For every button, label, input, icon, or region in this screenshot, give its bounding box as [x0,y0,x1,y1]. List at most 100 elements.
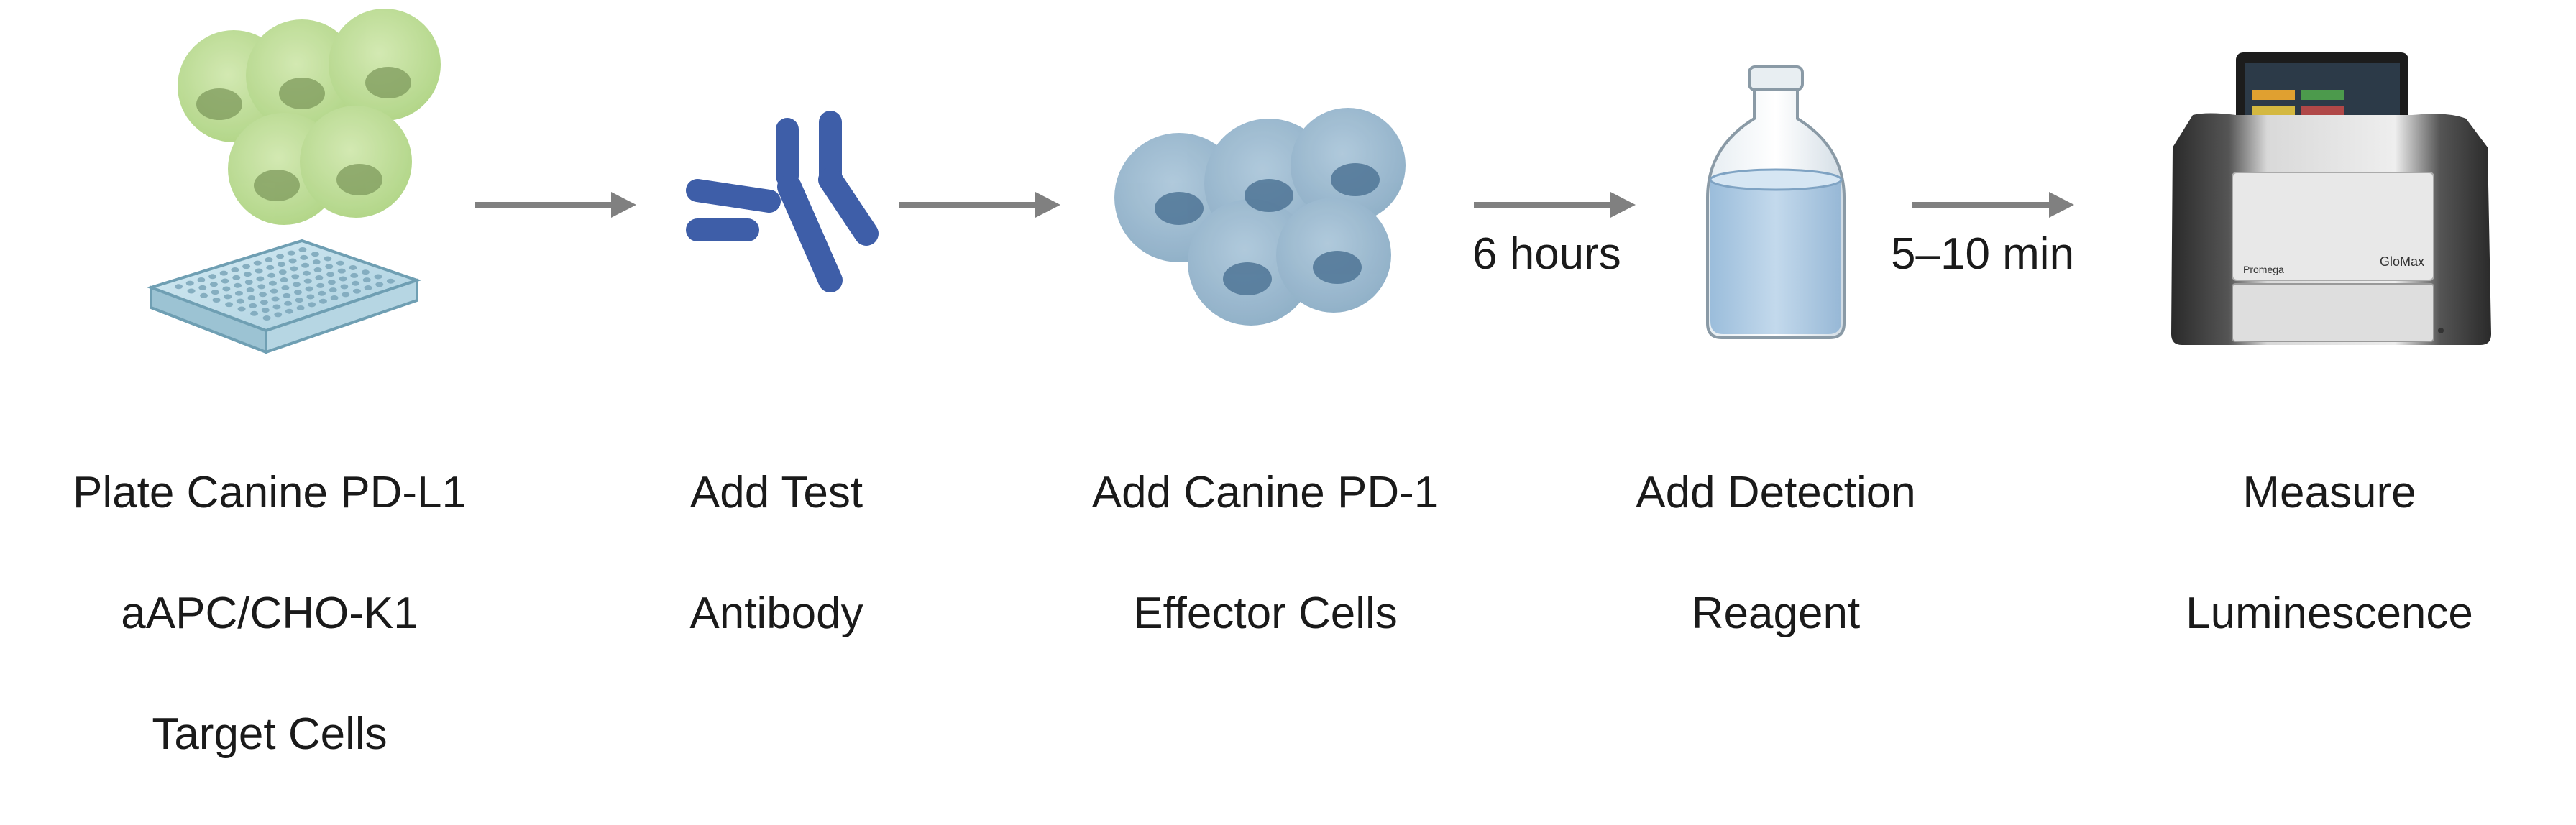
plate-well [290,266,298,272]
plate-well [225,302,234,308]
plate-well [296,305,305,311]
plate-well [315,275,324,280]
plate-well [350,272,359,278]
step-5-line-1: Measure [2242,468,2416,517]
plate-well [187,288,196,294]
plate-well [312,259,321,265]
plate-well [305,286,313,292]
plate-well [318,290,326,296]
plate-well [232,275,241,280]
plate-well [234,282,242,288]
plate-well [242,264,251,269]
plate-well [386,278,395,284]
plate-well [234,290,243,296]
plate-well [276,254,285,259]
plate-well [339,276,347,282]
plate-well [219,270,228,276]
plate-well [311,252,319,257]
luminometer-icon: Promega GloMax [2171,52,2491,345]
green-cells-and-plate-icon [146,9,441,354]
plate-well [209,282,218,287]
step-4-line-2: Reagent [1691,589,1861,638]
workflow-diagram: 6 hours 5–10 min [73,9,2491,759]
step-label-add-test-antibody: Add Test Antibody [633,402,920,704]
plate-well [288,258,297,264]
plate-well [330,295,339,301]
plate-well [293,290,302,295]
plate-well [280,277,288,283]
plate-well [374,274,382,280]
plate-well [236,298,244,304]
plate-well [283,292,291,298]
plate-well [324,256,332,262]
plate-well [285,308,293,314]
step-4-line-1: Add Detection [1636,468,1916,517]
plate-well [340,284,349,290]
plate-well [316,282,325,288]
plate-well [197,277,206,282]
reagent-bottle-icon [1706,65,1846,339]
target-cells [178,9,441,225]
plate-well [303,278,312,284]
plate-well [302,270,311,276]
plate-well [336,260,344,266]
arrow-2 [899,192,1060,218]
step-label-plate-target-cells: Plate Canine PD-L1 aAPC/CHO-K1 Target Ce… [68,402,471,825]
plate-well [262,315,271,321]
plate-well [291,274,300,280]
plate-well [266,264,275,270]
plate-well [261,308,270,313]
plate-well [327,280,336,285]
plate-well [208,274,217,280]
plate-well [337,268,346,274]
plate-well [318,298,327,304]
plate-well [221,278,229,284]
step-1-line-3: Target Cells [152,709,388,759]
plate-well [224,294,232,300]
plate-well [272,304,281,310]
plate-well [329,287,337,293]
arrow-4 [1912,192,2074,218]
plate-well [256,276,265,282]
plate-well [185,280,194,286]
model-logo-text: GloMax [2380,254,2424,269]
plate-well [313,267,322,273]
incubation-time-label: 6 hours [1472,229,1621,279]
step-3-line-2: Effector Cells [1133,589,1398,638]
plate-well [255,268,263,274]
step-label-measure-luminescence: Measure Luminescence [2128,402,2531,704]
plate-well [306,294,315,300]
step-3-line-1: Add Canine PD-1 [1091,468,1439,517]
plate-well [364,285,372,291]
plate-well [260,300,268,305]
plate-well [268,280,277,286]
plate-well [301,262,310,268]
plate-well [211,290,219,295]
microplate [146,239,422,354]
plate-well [277,262,285,267]
plate-well [361,269,370,275]
plate-well [250,310,259,316]
plate-well [298,246,307,252]
brand-logo-text: Promega [2243,264,2284,275]
step-label-add-effector-cells: Add Canine PD-1 Effector Cells [1057,402,1474,704]
step-1-line-2: aAPC/CHO-K1 [121,589,418,638]
plate-well [212,298,221,303]
step-1-line-1: Plate Canine PD-L1 [73,468,467,517]
plate-well [246,287,255,293]
plate-well [200,292,208,298]
plate-well [352,280,360,286]
plate-well [265,257,273,262]
plate-well [300,254,308,260]
step-2-line-1: Add Test [689,468,863,517]
plate-well [259,292,267,298]
plate-well [249,303,257,308]
step-5-line-2: Luminescence [2186,589,2473,638]
plate-well [274,312,283,318]
read-time-label: 5–10 min [1891,229,2075,279]
blue-cells-icon [1114,108,1406,326]
plate-well [295,298,303,303]
plate-well [342,292,350,298]
plate-well [287,250,295,256]
plate-well [247,295,256,300]
